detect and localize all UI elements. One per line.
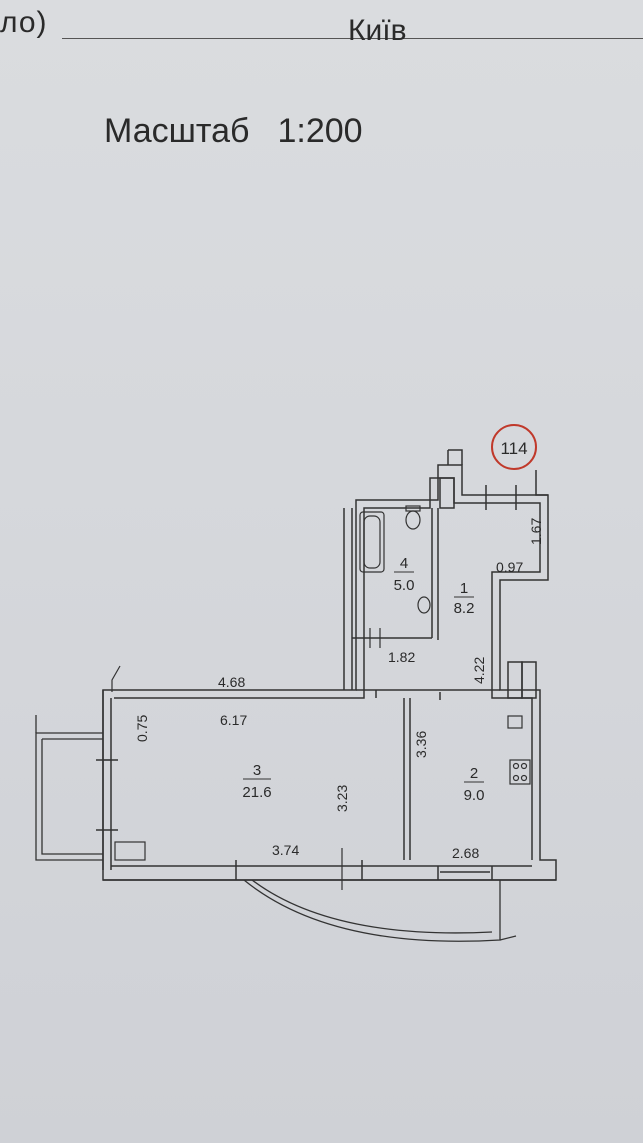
room-label: 2 9.0 bbox=[464, 765, 485, 804]
dimension-labels: 4.68 6.17 0.75 3.23 3.74 3.36 2.68 1.82 … bbox=[134, 518, 544, 861]
dimension-label: 4.22 bbox=[471, 657, 487, 684]
city-underline bbox=[62, 38, 643, 39]
bathtub-icon bbox=[359, 511, 385, 573]
room-label: 4 5.0 bbox=[394, 555, 415, 594]
room-number: 3 bbox=[253, 762, 261, 779]
radiator-icon bbox=[114, 841, 146, 861]
dimension-label: 2.68 bbox=[452, 845, 479, 861]
dimension-label: 0.97 bbox=[496, 559, 523, 575]
dimension-label: 0.75 bbox=[134, 715, 150, 742]
apartment-number-stamp: 114 bbox=[491, 424, 537, 470]
room-number: 4 bbox=[400, 555, 408, 572]
fixtures bbox=[104, 505, 531, 890]
room-number: 2 bbox=[470, 765, 478, 782]
left-balcony bbox=[35, 732, 103, 861]
dimension-label: 3.23 bbox=[334, 785, 350, 812]
walls bbox=[96, 449, 557, 881]
sink-icon bbox=[417, 596, 431, 614]
dimension-label: 4.68 bbox=[218, 674, 245, 690]
stove-icon bbox=[509, 759, 531, 785]
header-text-fragment: ло) bbox=[0, 6, 48, 39]
room-area: 5.0 bbox=[394, 577, 415, 594]
room-area: 9.0 bbox=[464, 787, 485, 804]
dimension-label: 1.67 bbox=[528, 518, 544, 545]
scale-caption: Масштаб 1:200 bbox=[104, 112, 363, 151]
room-area: 21.6 bbox=[242, 784, 271, 801]
room-labels: 1 8.2 2 9.0 3 21.6 4 5.0 bbox=[242, 555, 484, 804]
balconies bbox=[35, 715, 517, 942]
city-name: Київ bbox=[348, 14, 407, 47]
toilet-icon bbox=[405, 510, 421, 530]
scale-value: 1:200 bbox=[277, 112, 363, 150]
bay-balcony bbox=[243, 879, 501, 942]
dimension-label: 3.36 bbox=[413, 731, 429, 758]
room-label: 3 21.6 bbox=[242, 762, 271, 801]
room-number: 1 bbox=[460, 580, 468, 597]
dimension-label: 3.74 bbox=[272, 842, 299, 858]
kitchen-sink-icon bbox=[507, 715, 523, 729]
dimension-label: 1.82 bbox=[388, 649, 415, 665]
scale-label: Масштаб bbox=[104, 112, 250, 150]
room-area: 8.2 bbox=[454, 600, 475, 617]
apartment-number: 114 bbox=[500, 439, 527, 458]
room-label: 1 8.2 bbox=[454, 580, 475, 617]
dimension-label: 6.17 bbox=[220, 712, 247, 728]
